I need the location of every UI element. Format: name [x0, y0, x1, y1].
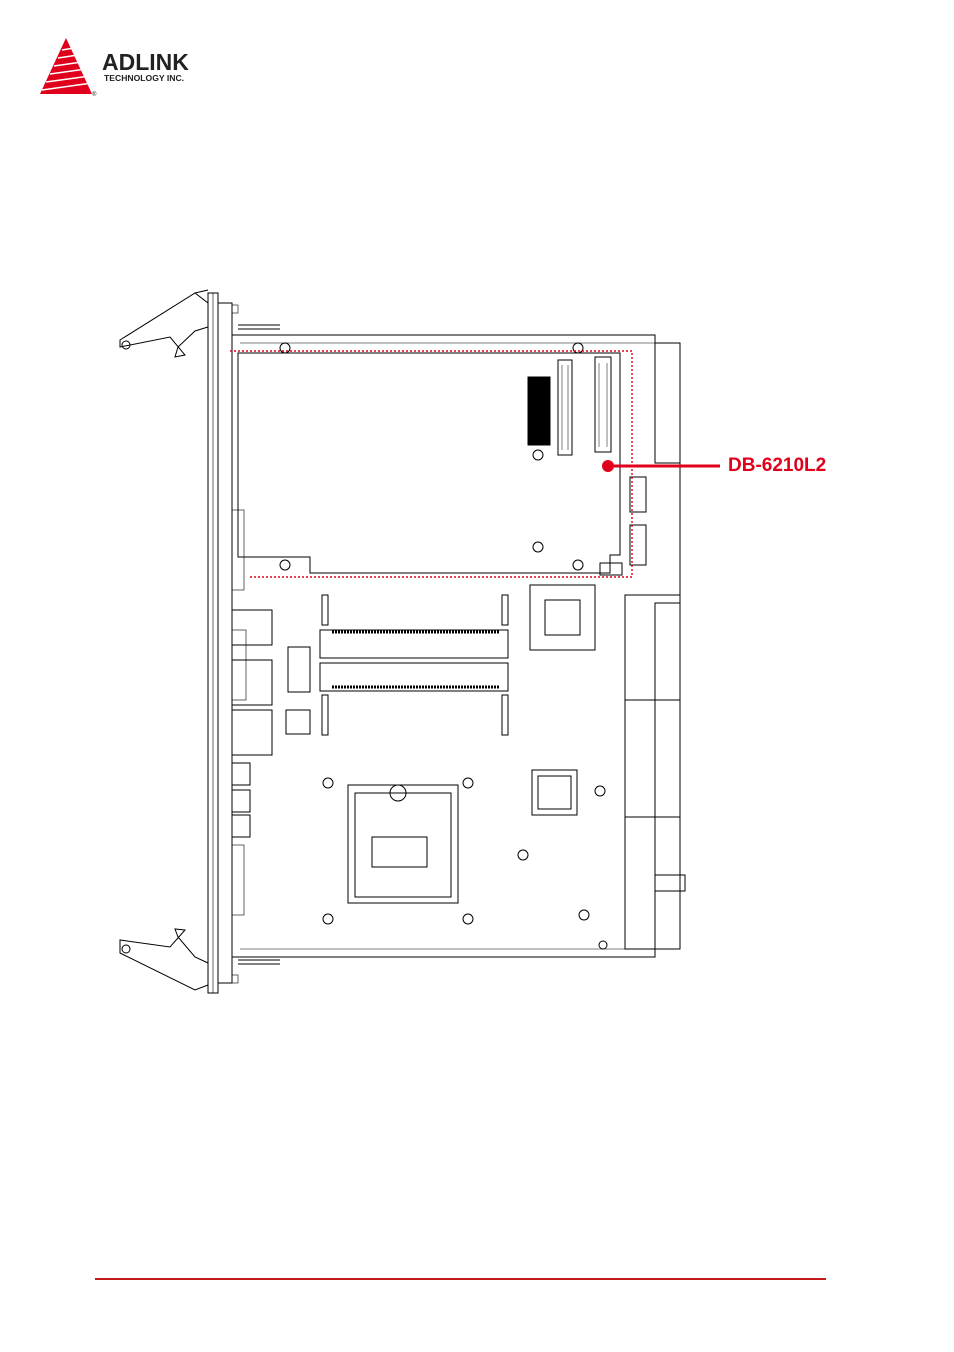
left-connectors — [232, 610, 272, 837]
company-logo: ADLINK TECHNOLOGY INC. ® — [38, 36, 238, 100]
board-layout-diagram — [100, 285, 720, 1005]
top-ejector-handle — [120, 290, 208, 357]
mounting-holes — [323, 778, 607, 949]
board-outline — [232, 335, 680, 957]
daughter-board-label: DB-6210L2 — [728, 455, 826, 477]
logo-brand: ADLINK — [102, 49, 189, 75]
bottom-ejector-handle — [120, 929, 208, 990]
cpu-socket — [348, 785, 458, 903]
front-panel — [208, 293, 280, 993]
daughter-board — [238, 343, 646, 575]
footer-divider — [95, 1278, 826, 1280]
adlink-triangle-logo-icon: ADLINK TECHNOLOGY INC. ® — [38, 36, 238, 100]
callout-dot — [602, 460, 614, 472]
logo-subtitle: TECHNOLOGY INC. — [104, 73, 184, 83]
registered-mark: ® — [92, 91, 97, 98]
memory-slots — [320, 595, 508, 735]
